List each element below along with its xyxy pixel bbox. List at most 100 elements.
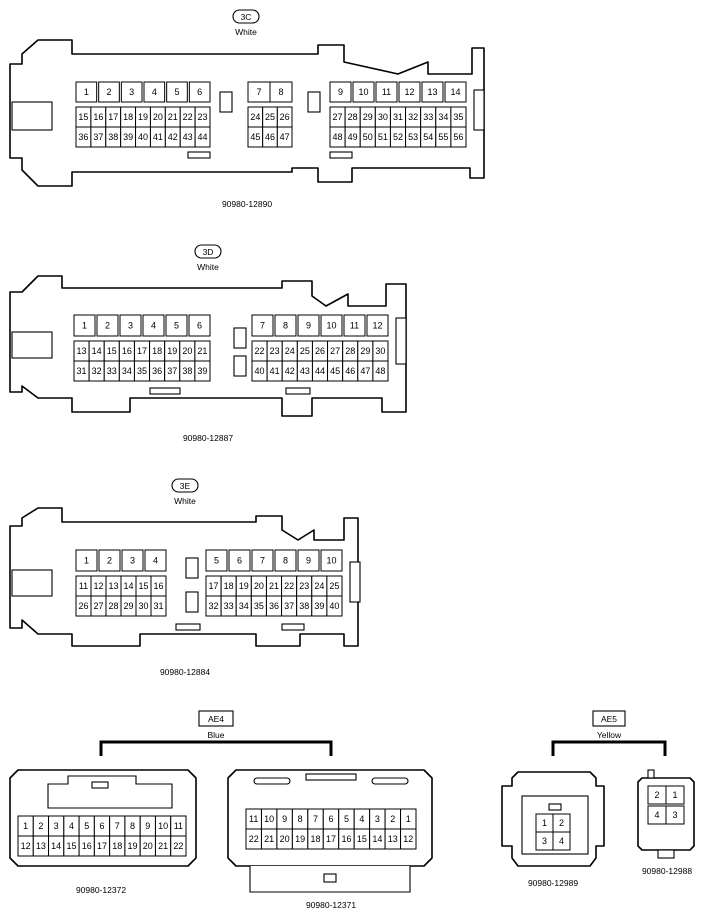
pin-number: 6 [99,821,104,831]
pin-number: 8 [130,821,135,831]
pin-number: 22 [183,112,193,122]
connector-3e-lock-tab [349,561,361,603]
pin-cell [170,835,187,857]
pin-number: 13 [427,87,437,97]
pin-cell [251,549,274,572]
pin-number: 50 [363,132,373,142]
pin-number: 31 [153,601,163,611]
pin-number: 14 [51,841,61,851]
pin-number: 5 [174,87,179,97]
pin-number: 14 [123,581,133,591]
pin-number: 31 [393,112,403,122]
connector-3d-lock-tab [395,317,407,365]
pin-number: 20 [280,834,290,844]
pin-cell [297,314,320,337]
pin-number: 28 [108,601,118,611]
pin-number: 8 [283,321,288,331]
pin-number: 35 [137,366,147,376]
pin-number: 15 [138,581,148,591]
pin-number: 34 [122,366,132,376]
pin-number: 4 [153,556,158,566]
pin-number: 48 [333,132,343,142]
pin-number: 52 [393,132,403,142]
pin-number: 5 [214,556,219,566]
pin-number: 19 [138,112,148,122]
connector-3e-latch-left [11,569,53,597]
connector-3c-color: White [235,27,257,37]
pin-number: 17 [209,581,219,591]
pin-number: 18 [311,834,321,844]
connector-ae5-left-part-number: 90980-12989 [528,878,578,888]
pin-number: 21 [197,346,207,356]
pin-number: 18 [152,346,162,356]
pin-number: 17 [137,346,147,356]
pin-number: 2 [559,818,564,828]
pin-number: 1 [542,818,547,828]
connector-ae5-left-notch [548,803,562,811]
connector-3c-latch-left [11,101,53,131]
pin-number: 23 [270,346,280,356]
pin-number: 39 [197,366,207,376]
pin-number: 12 [93,581,103,591]
connector-3e-part-number: 90980-12884 [160,667,210,677]
pin-number: 18 [224,581,234,591]
pin-number: 42 [168,132,178,142]
pin-number: 43 [300,366,310,376]
pin-number: 17 [326,834,336,844]
connector-3d-slot-a [149,387,181,395]
pin-number: 11 [382,87,391,97]
pin-number: 39 [123,132,133,142]
pin-number: 47 [280,132,290,142]
connector-3e-key-right [185,591,199,613]
pin-number: 22 [173,841,183,851]
pin-number: 56 [453,132,463,142]
pin-number: 7 [313,814,318,824]
pin-number: 5 [174,321,179,331]
pin-number: 3 [375,814,380,824]
connector-3c-housing [9,39,485,187]
connector-3d-code: 3D [203,247,214,257]
pin-number: 40 [138,132,148,142]
pin-number: 28 [345,346,355,356]
pin-number: 4 [559,836,564,846]
pin-number: 14 [92,346,102,356]
pin-number: 3 [129,87,134,97]
pin-cell [665,805,685,825]
connector-ae4-label-box [198,710,234,727]
pin-number: 25 [300,346,310,356]
pin-cell [372,360,389,382]
pin-number: 53 [408,132,418,142]
pin-number: 46 [345,366,355,376]
pin-number: 19 [128,841,138,851]
pin-cell [274,314,297,337]
pin-number: 15 [357,834,367,844]
pin-number: 16 [93,112,103,122]
pin-number: 7 [260,556,265,566]
pin-number: 22 [284,581,294,591]
connector-3d-color: White [197,262,219,272]
pin-number: 2 [107,556,112,566]
pin-number: 1 [82,321,87,331]
pin-number: 28 [348,112,358,122]
connector-3e-color: White [174,496,196,506]
pin-number: 21 [264,834,274,844]
pin-number: 21 [158,841,168,851]
pin-number: 45 [330,366,340,376]
pin-number: 5 [344,814,349,824]
pin-number: 40 [329,601,339,611]
connector-ae5-right-part-number: 90980-12988 [642,866,692,876]
pin-number: 14 [372,834,382,844]
pin-number: 18 [123,112,133,122]
pin-number: 7 [115,821,120,831]
pin-number: 44 [315,366,325,376]
